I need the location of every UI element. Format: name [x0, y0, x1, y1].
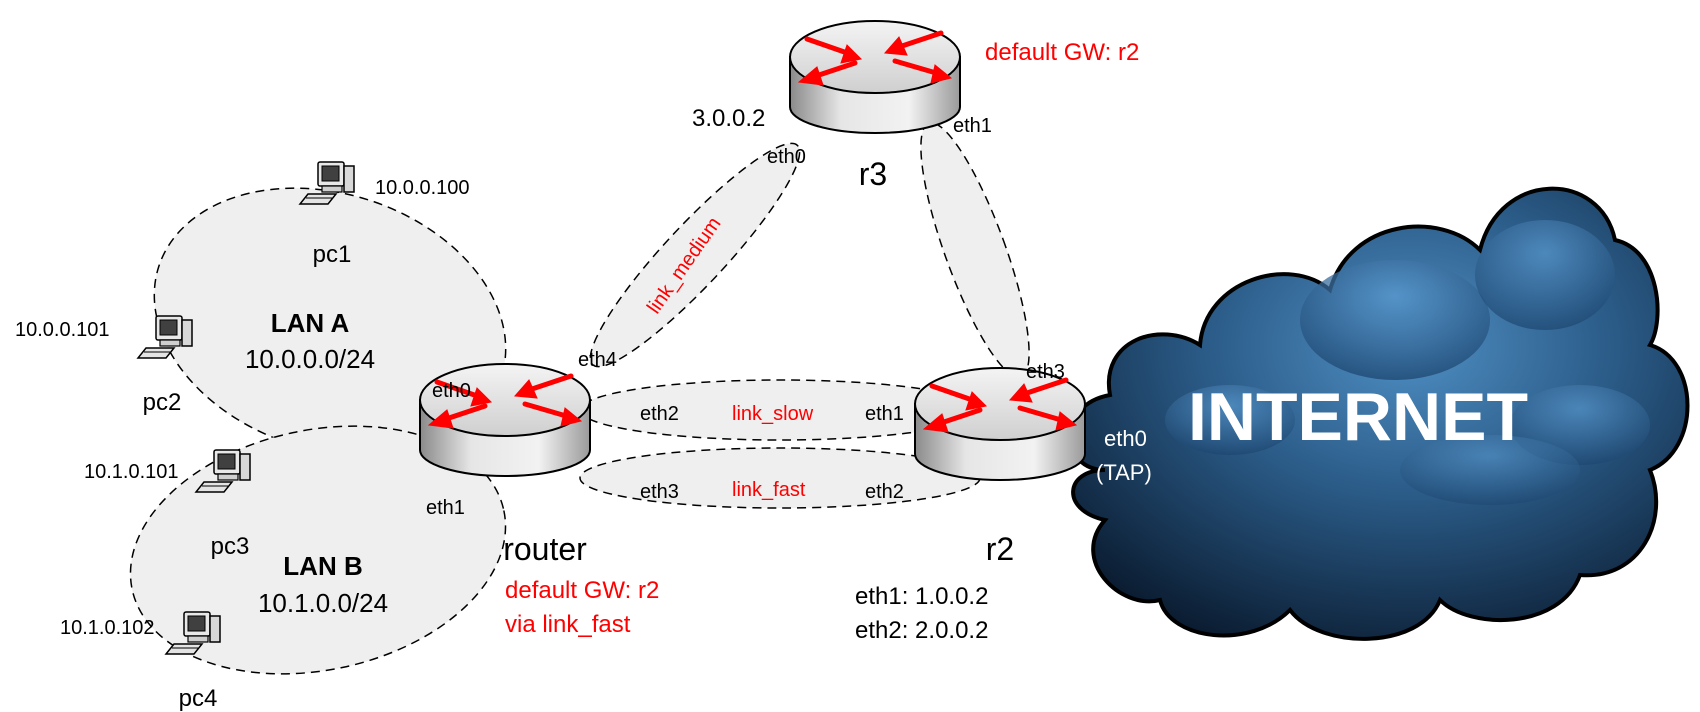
router-icon [790, 21, 960, 133]
lan-a-subnet: 10.0.0.0/24 [245, 344, 375, 374]
link-r3-r2-shape [920, 121, 1030, 379]
lan-a-name: LAN A [271, 308, 350, 338]
router-name: router [503, 531, 587, 567]
r3-name: r3 [859, 156, 887, 192]
pc2-name: pc2 [143, 389, 182, 416]
r2-eth0-tap-label: (TAP) [1096, 460, 1152, 485]
r3-gw-note: default GW: r2 [985, 39, 1139, 66]
r2-eth3-label: eth3 [1026, 361, 1065, 383]
cloud-icon [1068, 186, 1690, 641]
pc4-ip: 10.1.0.102 [60, 617, 155, 639]
pc3-name: pc3 [211, 533, 250, 560]
lan-b-name: LAN B [283, 551, 362, 581]
link-medium-shape [589, 142, 801, 368]
router-gw-note-line2: via link_fast [505, 611, 631, 638]
internet-label: INTERNET [1188, 379, 1528, 455]
r3-eth0-label: eth0 [767, 146, 806, 168]
router-eth2-label: eth2 [640, 403, 679, 425]
r3-eth1-label: eth1 [953, 115, 992, 137]
r2-addr-line1: eth1: 1.0.0.2 [855, 583, 988, 610]
router-icon [915, 368, 1085, 480]
router-eth3-label: eth3 [640, 481, 679, 503]
r3-ip: 3.0.0.2 [692, 105, 765, 132]
pc2-ip: 10.0.0.101 [15, 319, 110, 341]
link-slow-label: link_slow [732, 403, 814, 425]
r2-eth2-label: eth2 [865, 481, 904, 503]
lan-b-subnet: 10.1.0.0/24 [258, 588, 388, 618]
pc1-name: pc1 [313, 241, 352, 268]
r2-addr-line2: eth2: 2.0.0.2 [855, 617, 988, 644]
pc3-ip: 10.1.0.101 [84, 461, 179, 483]
link-fast-label: link_fast [732, 479, 806, 501]
r2-name: r2 [986, 531, 1014, 567]
router-eth1-label: eth1 [426, 497, 465, 519]
router-gw-note-line1: default GW: r2 [505, 577, 659, 604]
pc1-ip: 10.0.0.100 [375, 177, 470, 199]
router-eth0-label: eth0 [432, 380, 471, 402]
pc4-name: pc4 [179, 685, 218, 712]
r2-eth1-label: eth1 [865, 403, 904, 425]
router-eth4-label: eth4 [578, 349, 617, 371]
r2-eth0-label: eth0 [1104, 426, 1147, 451]
